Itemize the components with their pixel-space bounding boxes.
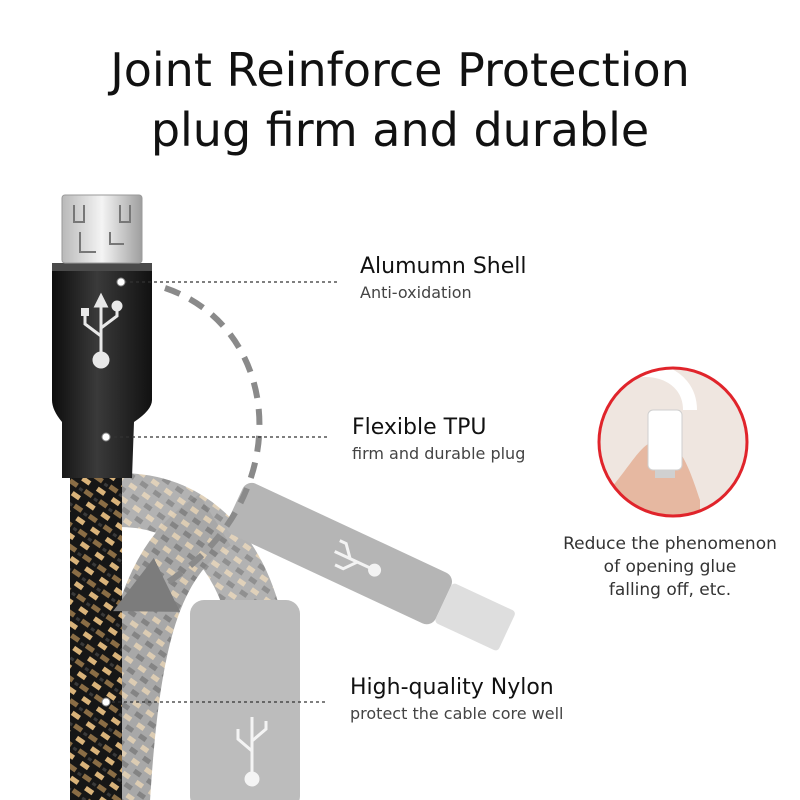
inset-circle <box>597 366 749 518</box>
note-line: of opening glue <box>603 557 737 577</box>
feature-desc: protect the cable core well <box>350 704 564 723</box>
aluminum-shell <box>52 263 152 478</box>
feature-desc: Anti-oxidation <box>360 283 472 302</box>
page-title-line2: plug firm and durable <box>150 103 650 157</box>
micro-usb-connector <box>61 194 143 264</box>
braided-cable <box>70 470 122 800</box>
note-line: falling off, etc. <box>608 580 732 600</box>
usb-icon <box>81 292 123 369</box>
ghost-cable <box>90 473 515 800</box>
inset-note: Reduce the phenomenon of opening glue fa… <box>540 533 800 602</box>
feature-nylon: High-quality Nylon protect the cable cor… <box>350 674 563 726</box>
feature-desc: firm and durable plug <box>352 444 526 463</box>
feature-name: Flexible TPU <box>352 415 487 440</box>
feature-aluminum-shell: Alumumn Shell Anti-oxidation <box>360 253 527 305</box>
bend-arrow <box>113 285 263 612</box>
note-line: Reduce the phenomenon <box>563 534 777 554</box>
feature-name: High-quality Nylon <box>350 675 554 700</box>
page-title-line1: Joint Reinforce Protection <box>110 43 690 97</box>
feature-flexible-tpu: Flexible TPU firm and durable plug <box>352 414 525 466</box>
leader-lines <box>106 281 337 703</box>
feature-name: Alumumn Shell <box>360 254 527 279</box>
